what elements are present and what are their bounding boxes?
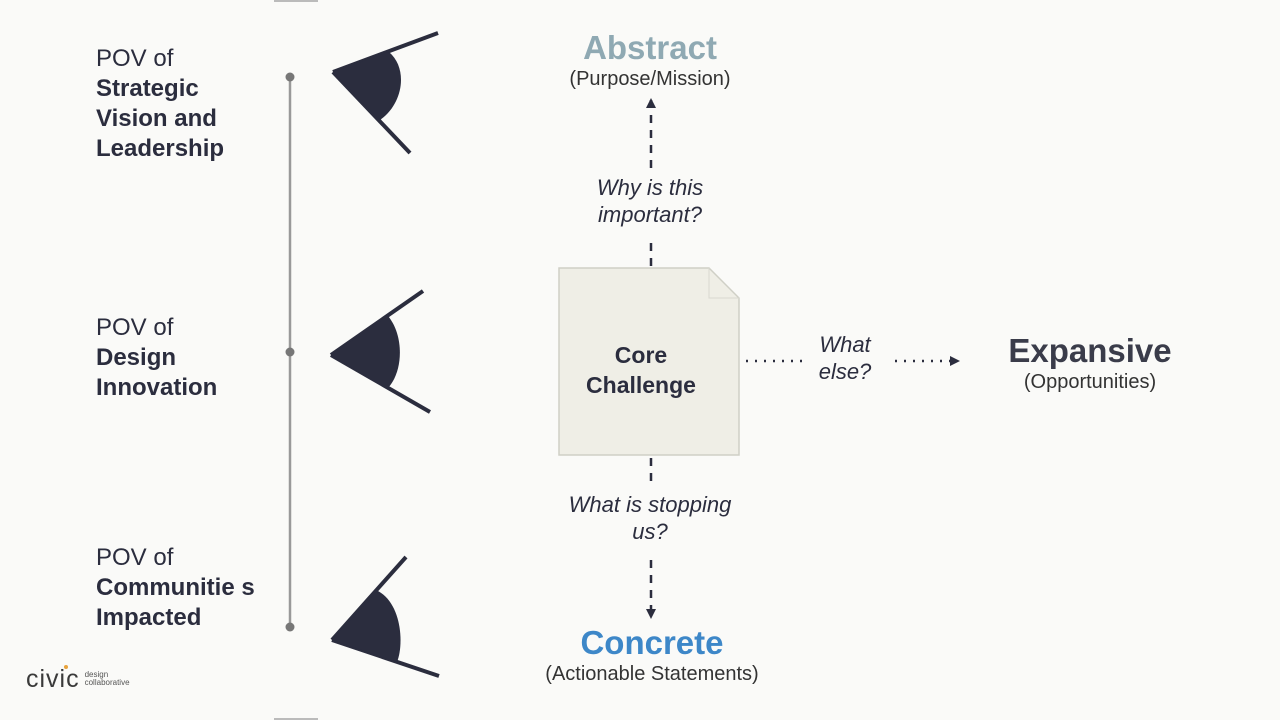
- expansive-subtitle: (Opportunities): [1023, 371, 1157, 393]
- concrete-title: Concrete: [580, 624, 724, 661]
- pov-name: Strategic Vision and Leadership: [96, 75, 225, 162]
- abstract-subtitle: (Purpose/Mission): [569, 68, 731, 90]
- pov-design-innovation: POV of Design Innovation: [96, 313, 276, 403]
- pov-scale-dot-top: [285, 72, 295, 82]
- core-challenge-fold: [708, 268, 739, 299]
- eye-icon: [329, 289, 431, 414]
- pov-prefix: POV of: [96, 314, 174, 341]
- concrete-heading: Concrete (Actionable Statements): [500, 625, 804, 687]
- question-why-important: Why is this important?: [596, 175, 704, 227]
- expansive-title: Expansive: [1008, 332, 1172, 369]
- expansive-heading: Expansive (Opportunities): [980, 333, 1200, 395]
- pov-name: Design Innovation: [96, 344, 218, 401]
- logo-subtext-line2: collaborative: [84, 678, 130, 687]
- concrete-subtitle: (Actionable Statements): [545, 663, 759, 685]
- question-what-else: What else?: [818, 332, 872, 384]
- question-what-stopping: What is stopping us?: [568, 492, 732, 544]
- logo-dot: [64, 665, 68, 669]
- pov-prefix: POV of: [96, 45, 174, 72]
- logo-subtext-line1: design: [84, 670, 109, 679]
- logo-word: civic: [26, 665, 80, 693]
- core-challenge-label: Core Challenge: [586, 342, 696, 398]
- eye-icon: [331, 31, 439, 155]
- civic-logo: civic design collaborative: [26, 666, 130, 692]
- abstract-heading: Abstract (Purpose/Mission): [530, 30, 770, 92]
- eye-icon: [330, 555, 440, 678]
- abstract-title: Abstract: [583, 29, 717, 66]
- pov-scale-dot-bottom: [285, 622, 295, 632]
- pov-strategic-vision: POV of Strategic Vision and Leadership: [96, 44, 276, 164]
- pov-communities-impacted: POV of Communitie s Impacted: [96, 543, 276, 633]
- pov-name: Communitie s Impacted: [96, 574, 255, 631]
- core-challenge-box: [558, 267, 740, 456]
- pov-prefix: POV of: [96, 544, 174, 571]
- logo-subtext: design collaborative: [85, 671, 130, 687]
- pov-scale-dot-mid: [285, 347, 295, 357]
